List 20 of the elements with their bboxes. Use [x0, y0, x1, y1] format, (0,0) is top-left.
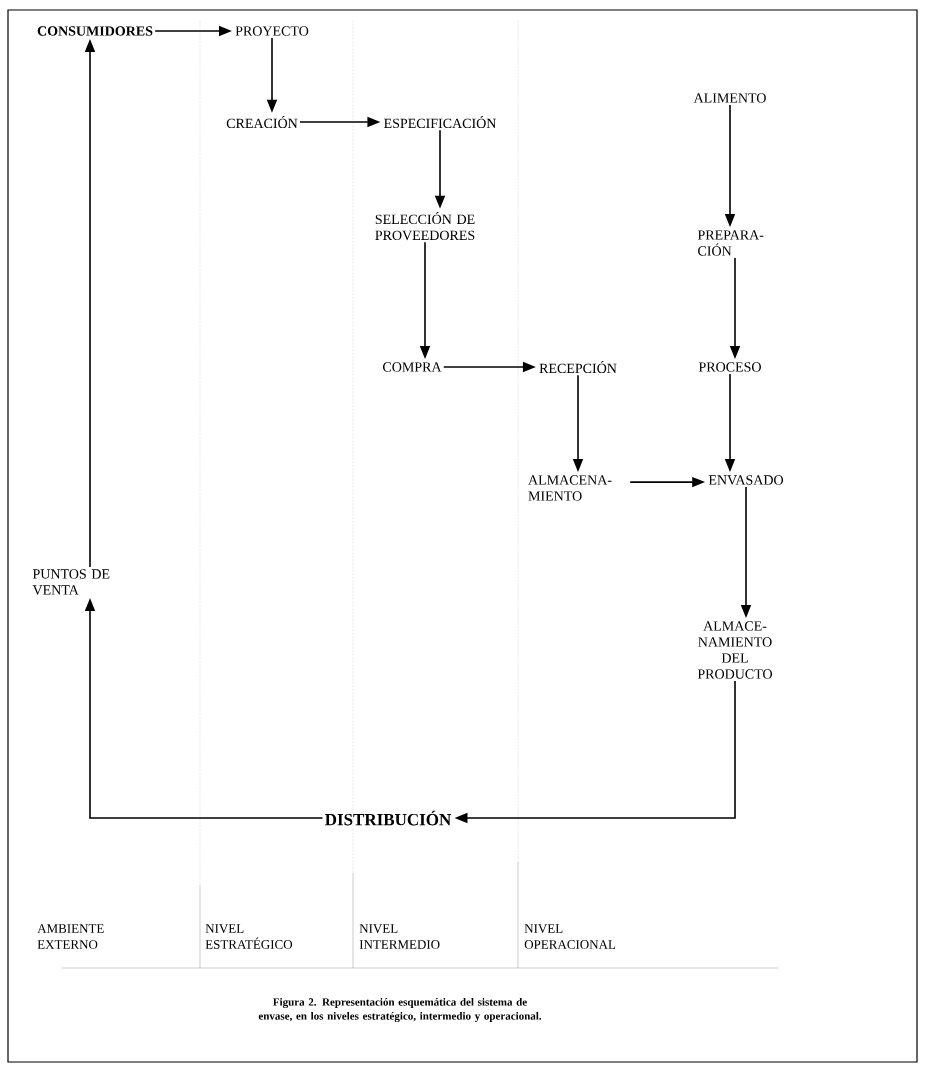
step-text: COMPRA [383, 362, 442, 372]
step-text: PROYECTO [235, 26, 309, 36]
step-text: DISTRIBUCIÓN [325, 810, 452, 826]
step-text: PROCESO [698, 362, 761, 372]
level-label: NIVEL INTERMEDIO [359, 924, 440, 949]
step-text: PUNTOS DE VENTA [32, 569, 110, 595]
step-text: CONSUMIDORES [37, 26, 153, 36]
step-text: ALMACE- NAMIENTO DEL PRODUCTO [697, 621, 772, 679]
step-text: ALMACENA- MIENTO [528, 475, 612, 501]
step-text: ESPECIFICACIÓN [384, 115, 497, 129]
step-text: ALIMENTO [693, 93, 766, 103]
level-label: NIVEL OPERACIONAL [524, 924, 616, 949]
level-label: NIVEL ESTRATÉGICO [205, 924, 293, 949]
caption: Figura 2. Representación esquemática del sistema de envase, en los niveles estratégico, intermedio y operacional. [258, 998, 542, 1023]
step-text: ENVASADO [708, 475, 783, 485]
level-label: AMBIENTE EXTERNO [37, 924, 104, 949]
step-text: CREACIÓN [226, 115, 298, 129]
step-text: PREPARA- CIÓN [697, 230, 764, 256]
step-text: RECEPCIÓN [539, 360, 617, 374]
step-text: SELECCIÓN DE PROVEEDORES [375, 211, 475, 241]
